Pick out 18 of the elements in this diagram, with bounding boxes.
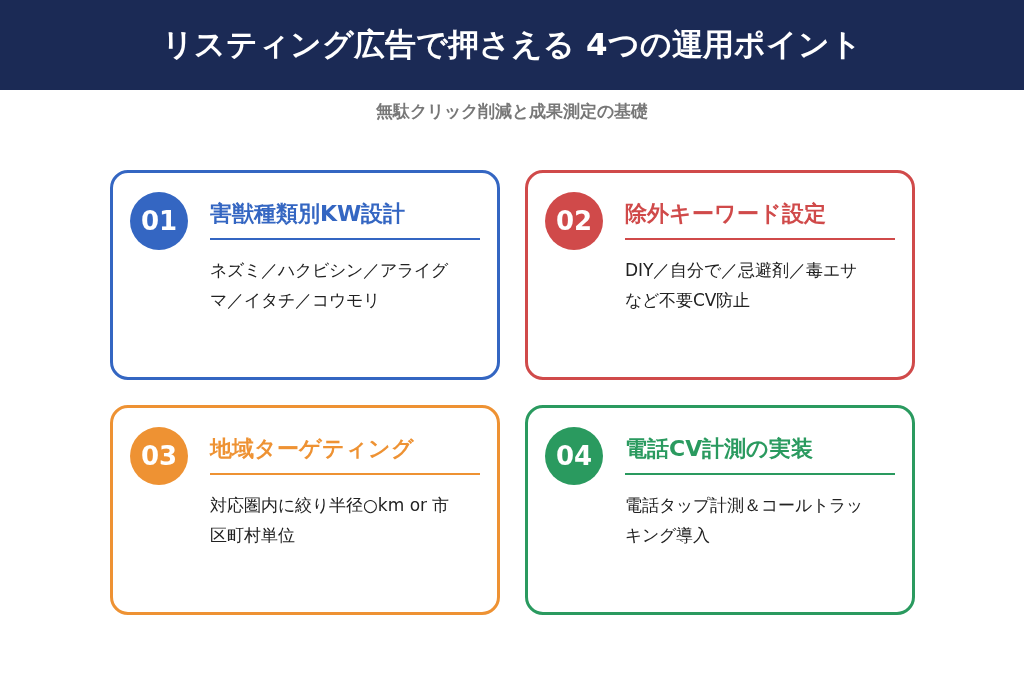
number-badge: 01 — [130, 192, 188, 250]
card-heading: 電話CV計測の実装 — [625, 434, 895, 475]
number-badge: 02 — [545, 192, 603, 250]
point-card — [525, 170, 915, 380]
card-text: 電話タップ計測＆コールトラッキング導入 — [625, 494, 864, 547]
card-heading: 害獣種類別KW設計 — [210, 199, 480, 240]
card-heading: 除外キーワード設定 — [625, 199, 895, 240]
card-text: ネズミ／ハクビシン／アライグマ／イタチ／コウモリ — [210, 259, 449, 312]
number-badge: 04 — [545, 427, 603, 485]
subtitle: 無駄クリック削減と成果測定の基礎 — [375, 100, 649, 123]
number-badge: 03 — [130, 427, 188, 485]
point-card — [110, 405, 500, 615]
card-text: DIY／自分で／忌避剤／毒エサなど不要CV防止 — [625, 259, 859, 312]
card-heading: 地域ターゲティング — [210, 434, 480, 475]
card-text: 対応圏内に絞り半径○km or 市区町村単位 — [210, 494, 450, 547]
point-card — [110, 170, 500, 380]
title: リスティング広告で押さえる 4つの運用ポイント — [161, 25, 863, 64]
point-card — [525, 405, 915, 615]
